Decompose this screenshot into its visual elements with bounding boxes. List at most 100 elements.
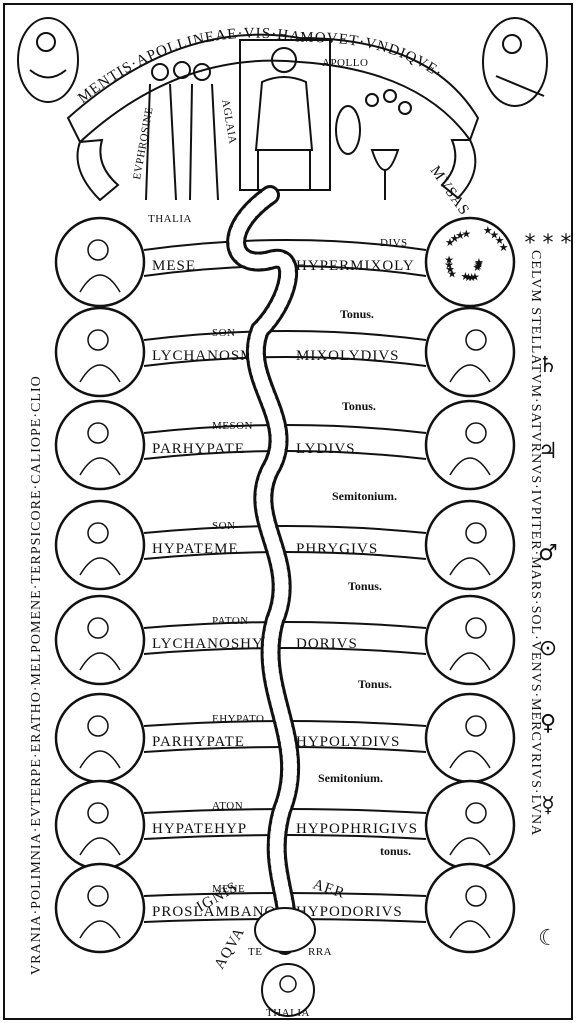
woodcut-border [3,3,573,1020]
cherub-right [482,17,548,107]
planet-medallion [424,499,516,591]
mode-label-right: LYDIVS [296,441,356,457]
planet-medallion [424,399,516,491]
figure-head [465,617,487,639]
mode-label-right: HYPOPHRIGIVS [296,821,418,837]
figure-body [79,920,121,939]
star-icon: ★ [464,271,474,284]
interval-labels: Tonus.Tonus.Semitonium.Tonus.Tonus.Semit… [318,307,411,858]
band-top-edge [143,330,427,341]
star-icon: ★ [460,270,470,283]
bottom-label: THALIA [266,1007,310,1019]
planets-column: CELVM STELLATVM·SATVRNVS·IVPITER·MARS·SO… [528,250,543,836]
star-icon: ★ [444,258,454,271]
muse-medallion [54,862,146,954]
element-terra-b: RRA [308,946,332,958]
figure-body [449,557,491,576]
figure-head [87,422,109,444]
figure-body [449,920,491,939]
planet-symbol-icon: ♄ [538,353,558,378]
star-icon: ★ [467,271,477,284]
band-bottom-edge [143,356,427,367]
figure-body [449,364,491,383]
string-label-left-top: PATON [212,615,249,627]
planet-symbol-icon: ☾ [538,926,558,951]
star-icon: ★ [474,258,484,271]
planet-symbol-icon: ♀ [540,711,556,736]
muse-medallion [54,399,146,491]
interval-label: tonus. [380,844,411,858]
star-icon: ★ [444,254,454,267]
star-icon: ★ [450,232,460,245]
figure-head [87,522,109,544]
string-label-left-top: SON [212,520,236,532]
figure-body [79,750,121,769]
string-label-left: PROSLAMBANO [152,904,276,920]
figure-head [465,715,487,737]
mode-label-right: DORIVS [296,636,358,652]
muse-medallion [54,216,146,308]
string-label-left: PARHYPATE [152,441,245,457]
planet-symbols: * * *♄♃♂⊙♀☿☾ [525,231,572,951]
band-top-edge [143,525,427,534]
star-icon: ★ [474,256,484,269]
string-label-left: LYCHANOSME [152,348,265,364]
star-icon: ★ [445,263,455,276]
element-terra-a: TE [248,946,262,958]
figure-head [87,617,109,639]
band-bottom-edge [143,647,427,655]
figure-body [79,457,121,476]
star-icon: ★ [495,234,505,247]
muse-medallion [54,692,146,784]
mode-label-right: HYPOLYDIVS [296,734,400,750]
planet-symbol-icon: ⊙ [539,636,557,661]
band-bottom-edge [143,551,427,560]
interval-label: Tonus. [358,677,392,691]
planet-medallion [424,862,516,954]
grace-aglaia: AGLAIA [219,98,239,145]
star-icon: ★ [483,224,493,237]
string-label-left: LYCHANOSHY [152,636,264,652]
figure-head [465,802,487,824]
string-label-left: HYPATEHYP [152,821,247,837]
interval-label: Tonus. [340,307,374,321]
muse-medallion [54,306,146,398]
mode-label-right: HYPERMIXOLY [296,258,415,274]
flower-vase [365,89,412,200]
string-label-left: MESE [152,258,196,274]
figure-head [87,715,109,737]
interval-label: Semitonium. [318,771,383,785]
muse-medallion [54,594,146,686]
planet-symbol-icon: ♃ [538,439,558,464]
mode-label-right: HYPODORIVS [296,904,403,920]
planet-medallion [424,306,516,398]
figure-body [79,837,121,856]
star-icon: ★ [447,267,457,280]
interval-label: Tonus. [348,579,382,593]
figure-head [87,802,109,824]
string-label-left-top: SON [212,327,236,339]
planet-medallion [424,779,516,871]
planet-symbol-icon: ☿ [541,793,555,818]
star-icon: ★ [499,241,509,254]
figure-body [79,557,121,576]
star-icon: ★ [445,236,455,249]
grace-euphrosine: EVPHROSINE [131,106,156,180]
figure-head [87,329,109,351]
apollo-label: APOLLO [322,57,368,69]
mode-label-right: PHRYGIVS [296,541,378,557]
star-icon: ★ [489,229,499,242]
figure-body [449,652,491,671]
star-icon: ★ [470,270,480,283]
planet-symbol-icon: ♂ [538,541,558,566]
band-top-edge [143,239,427,251]
figure-body [449,837,491,856]
string-label-left-top: EHYPATO [212,713,264,725]
cherub-left [17,17,79,103]
figure-head [465,885,487,907]
star-icon: ★ [461,227,471,240]
string-label-left-top: MENE [212,883,245,895]
apollo-figure: APOLLO [239,39,368,191]
medallions: ★★★★★★★★★★★★★★★★★★★★ [54,216,516,954]
